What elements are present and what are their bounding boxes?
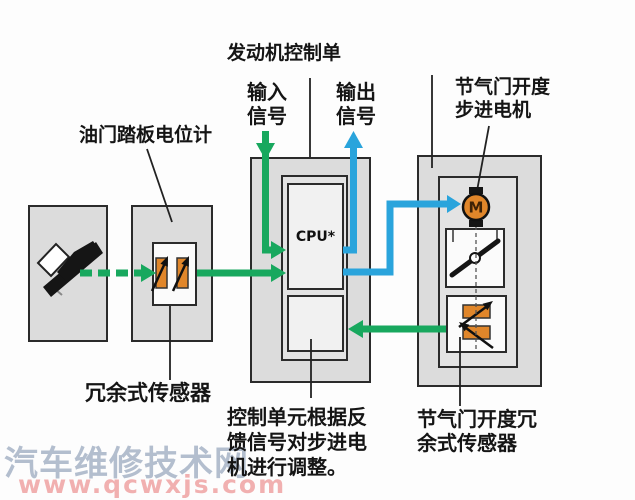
- cpu-box: CPU*: [287, 183, 344, 290]
- pedal-sensor-inner-box: [152, 242, 197, 306]
- pedal-potentiometer-label: 油门踏板电位计: [79, 124, 213, 146]
- throttle-redundant-sensor-label: 节气门开度冗 余式传感器: [417, 407, 537, 455]
- output-signal-arrowhead: [344, 131, 363, 148]
- input-signal-label: 输入 信号: [247, 80, 287, 128]
- stepper-motor-label: 节气门开度 步进电机: [455, 76, 551, 122]
- throttle-sensor-box: [446, 295, 507, 353]
- pedal-box: [28, 205, 108, 342]
- feedback-note-label: 控制单元根据反 馈信号对步进电 机进行调整。: [227, 405, 367, 479]
- watermark-site-name: 汽车维修技术网: [4, 444, 249, 484]
- throttle-valve-box: [445, 228, 505, 288]
- output-signal-label: 输出 信号: [336, 80, 376, 128]
- redundant-sensor-label: 冗余式传感器: [85, 381, 211, 405]
- watermark-url: www.qcwxjs.com: [18, 470, 287, 499]
- ecu-memory-box: [287, 295, 344, 352]
- cpu-label: CPU*: [295, 228, 336, 245]
- ecu-title-label: 发动机控制单: [227, 42, 342, 64]
